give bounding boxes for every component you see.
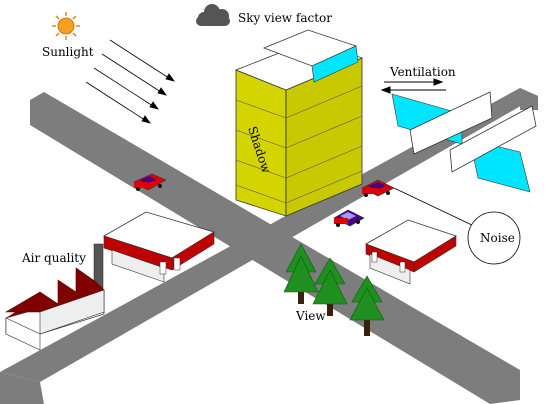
ventilation-arrows xyxy=(380,78,446,94)
roads xyxy=(0,88,538,404)
road-cross-lower xyxy=(0,372,44,404)
rooftop-window xyxy=(311,45,359,83)
air-quality-label: Air quality xyxy=(21,251,86,265)
car-right-upper xyxy=(361,179,395,197)
road-main xyxy=(30,92,520,404)
factory xyxy=(4,243,105,351)
gas-station-left xyxy=(103,211,215,283)
sunlight-arrows xyxy=(85,39,175,124)
road-cross xyxy=(0,88,538,382)
sunlight-label: Sunlight xyxy=(42,45,94,59)
car-right-lower xyxy=(333,209,365,227)
sun-icon xyxy=(52,12,80,40)
noise-label: Noise xyxy=(480,231,515,245)
trees xyxy=(283,243,385,336)
tree-2 xyxy=(312,257,348,316)
noise-circle xyxy=(467,211,521,265)
tree-1 xyxy=(283,243,319,304)
noise-leader xyxy=(393,187,475,227)
tree-3 xyxy=(349,275,385,336)
cloud-icon xyxy=(196,4,230,26)
gas-station-right xyxy=(365,219,457,285)
sky-view-factor-label: Sky view factor xyxy=(238,11,332,25)
tall-building: Shadow xyxy=(234,29,364,217)
view-label: View xyxy=(295,309,326,323)
road-cross-upper xyxy=(520,88,538,110)
ventilation-label: Ventilation xyxy=(389,65,456,79)
ventilation-wall xyxy=(391,91,537,193)
car-left xyxy=(133,173,167,191)
